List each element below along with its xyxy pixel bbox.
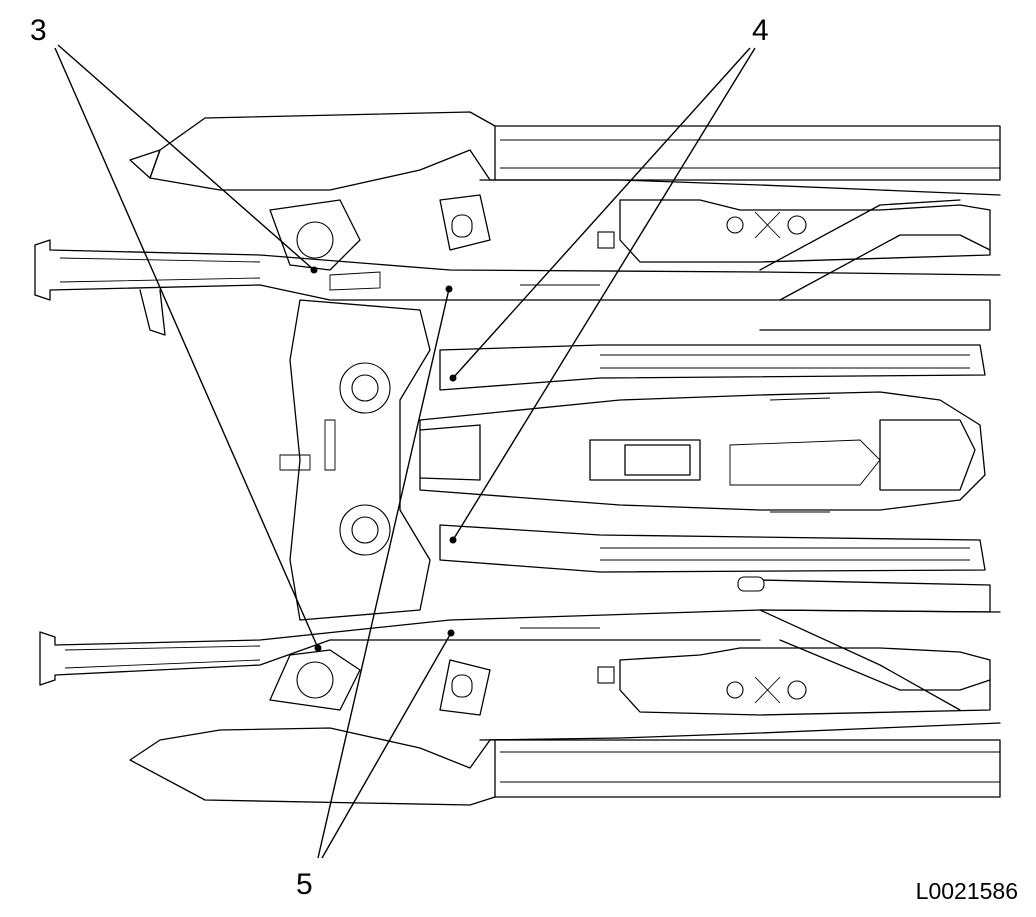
upper-longitudinal <box>479 179 1001 331</box>
callout-3: 3 <box>30 14 47 47</box>
detail-features <box>329 211 807 704</box>
upper-front-rail <box>34 239 1001 336</box>
reference-code: L0021586 <box>915 878 1018 904</box>
front-subframe <box>279 299 431 621</box>
leader-4-lower <box>452 47 756 541</box>
leader-5-upper <box>317 288 450 859</box>
fastener-points <box>310 266 457 652</box>
leader-lines <box>54 44 756 859</box>
upper-wheel-arch <box>269 194 491 271</box>
lower-wheel-arch <box>269 649 491 716</box>
callout-4: 4 <box>752 14 769 47</box>
lower-longitudinal <box>479 579 1001 741</box>
floor-channel-lower <box>439 524 986 573</box>
leader-3-upper <box>57 44 315 271</box>
leader-4-upper <box>452 47 751 379</box>
floor-channel-upper <box>439 344 986 391</box>
center-tunnel <box>419 391 986 513</box>
leader-3-lower <box>54 47 319 649</box>
lower-sill <box>129 727 1001 806</box>
leader-5-lower <box>321 632 452 859</box>
upper-sill <box>129 111 1001 191</box>
callout-5: 5 <box>296 868 313 901</box>
